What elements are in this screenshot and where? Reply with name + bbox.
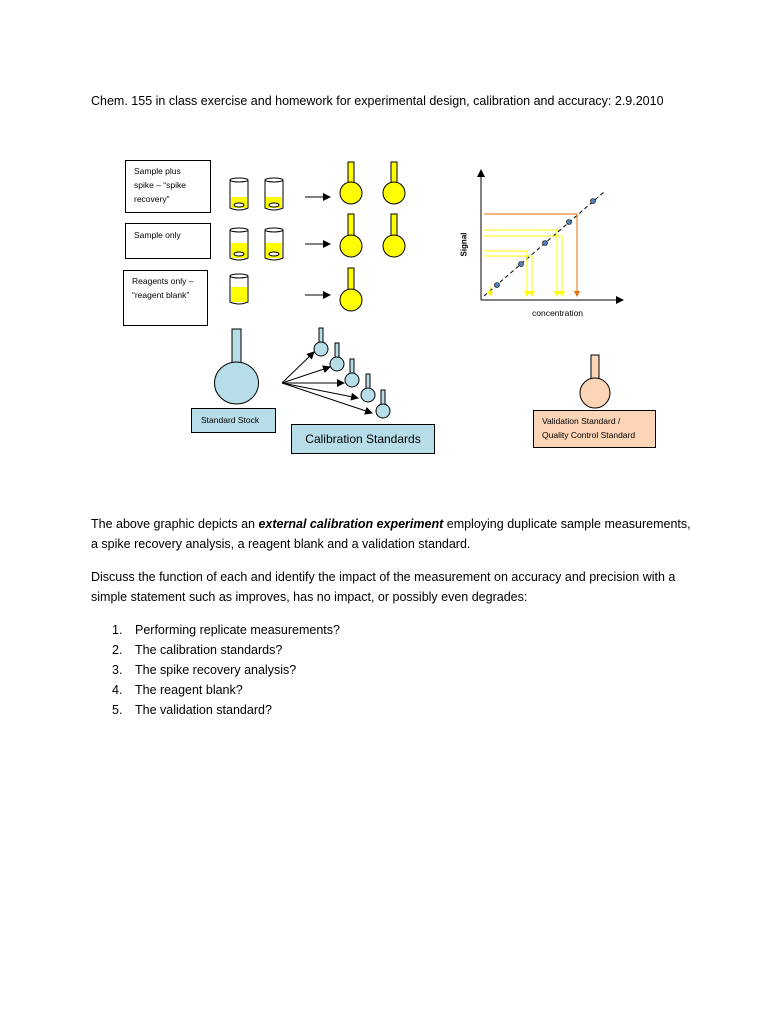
question-list: 1.Performing replicate measurements? 2.T… [112,620,340,720]
calibration-diagram [214,161,624,419]
list-item: 3.The spike recovery analysis? [112,663,297,677]
list-item: 2.The calibration standards? [112,643,283,657]
beaker-sample-1 [229,227,249,261]
reagent-blank-box: Reagents only – “reagent blank” [123,270,208,326]
chart-y-label: Signal [459,232,469,257]
calibration-standards-label: Calibration Standards [291,424,435,454]
beaker-spike-1 [229,177,249,211]
beaker-sample-2 [264,227,284,261]
list-item: 1.Performing replicate measurements? [112,623,340,637]
list-item: 4.The reagent blank? [112,683,243,697]
sample-only-box: Sample only [125,223,211,259]
beaker-spike-2 [264,177,284,211]
beaker-blank [229,273,249,305]
chart-x-label: concentration [532,308,584,318]
standard-stock-label: Standard Stock [191,408,276,433]
paragraph-intro: The above graphic depicts an external ca… [91,517,691,551]
page-title: Chem. 155 in class exercise and homework… [91,94,664,108]
paragraph-discuss: Discuss the function of each and identif… [91,570,676,604]
list-item: 5.The validation standard? [112,703,272,717]
validation-standard-label: Validation Standard / Quality Control St… [533,410,656,448]
spike-recovery-box: Sample plus spike – “spike recovery” [125,160,211,213]
